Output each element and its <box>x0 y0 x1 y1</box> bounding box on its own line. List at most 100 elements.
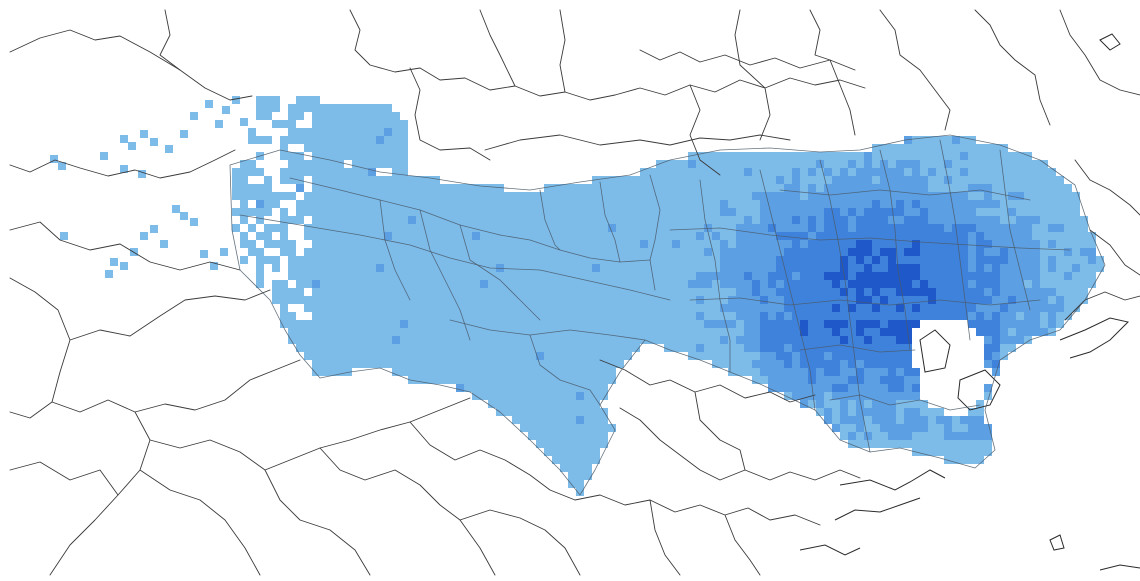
density-cell <box>584 376 592 384</box>
density-cell <box>680 304 688 312</box>
region-boundaries <box>229 134 1106 496</box>
density-cell <box>792 200 800 208</box>
density-cell <box>464 288 472 296</box>
density-cell <box>376 280 384 288</box>
density-cell <box>608 376 616 384</box>
boundary-line-north-4 <box>479 9 516 87</box>
density-cell <box>576 272 584 280</box>
density-cell <box>528 232 536 240</box>
density-cell <box>280 120 288 128</box>
density-cell <box>888 352 896 360</box>
density-cell <box>824 168 832 176</box>
density-cell <box>840 192 848 200</box>
density-cell <box>376 176 384 184</box>
density-cell <box>120 262 128 270</box>
density-cell <box>912 168 920 176</box>
density-cell <box>544 440 552 448</box>
density-cell <box>656 224 664 232</box>
density-cell <box>992 224 1000 232</box>
density-cell <box>776 304 784 312</box>
density-cell <box>344 256 352 264</box>
density-cell <box>488 376 496 384</box>
density-cell <box>832 312 840 320</box>
density-cell <box>624 344 632 352</box>
density-cell <box>512 232 520 240</box>
density-cell <box>856 368 864 376</box>
density-cell <box>440 344 448 352</box>
density-cell <box>584 240 592 248</box>
density-cell <box>528 352 536 360</box>
density-cell <box>920 432 928 440</box>
density-cell <box>512 264 520 272</box>
density-cell <box>496 352 504 360</box>
density-cell <box>752 240 760 248</box>
density-cell <box>744 256 752 264</box>
density-cell <box>952 448 960 456</box>
density-cell <box>1072 280 1080 288</box>
density-cell <box>456 328 464 336</box>
density-cell <box>736 184 744 192</box>
density-cell <box>464 328 472 336</box>
density-cell <box>328 352 336 360</box>
density-cell <box>472 360 480 368</box>
density-cell <box>576 320 584 328</box>
density-cell <box>960 168 968 176</box>
density-cell <box>1032 280 1040 288</box>
density-cell <box>1040 160 1048 168</box>
density-cell <box>816 368 824 376</box>
density-cell <box>344 168 352 176</box>
density-cell <box>824 232 832 240</box>
density-cell <box>824 352 832 360</box>
density-cell <box>776 160 784 168</box>
density-cell <box>920 136 928 144</box>
density-cell <box>584 208 592 216</box>
density-cell <box>1072 256 1080 264</box>
density-cell <box>488 192 496 200</box>
density-cell <box>808 312 816 320</box>
boundary-line-west-2 <box>9 149 236 179</box>
density-cell <box>1064 288 1072 296</box>
density-cell <box>416 272 424 280</box>
density-cell <box>280 320 288 328</box>
density-cell <box>560 184 568 192</box>
density-cell <box>1008 224 1016 232</box>
density-cell <box>600 376 608 384</box>
density-cell <box>328 232 336 240</box>
density-cell <box>856 192 864 200</box>
density-cell <box>640 168 648 176</box>
density-cell <box>272 288 280 296</box>
density-cell <box>912 248 920 256</box>
density-cell <box>816 200 824 208</box>
density-cell <box>808 264 816 272</box>
density-cell <box>552 344 560 352</box>
density-cell <box>584 280 592 288</box>
density-cell <box>576 184 584 192</box>
density-cell <box>936 280 944 288</box>
density-cell <box>648 272 656 280</box>
density-cell <box>456 216 464 224</box>
density-cell <box>936 200 944 208</box>
density-cell <box>528 208 536 216</box>
density-cell <box>432 256 440 264</box>
density-cell <box>864 240 872 248</box>
density-cell <box>1096 264 1104 272</box>
density-cell <box>944 312 952 320</box>
density-cell <box>728 248 736 256</box>
density-cell <box>448 192 456 200</box>
density-cell <box>432 176 440 184</box>
density-cell <box>600 272 608 280</box>
density-cell <box>592 448 600 456</box>
density-cell <box>912 264 920 272</box>
density-cell <box>928 208 936 216</box>
boundary-line-west-7 <box>134 359 301 413</box>
density-cell <box>984 320 992 328</box>
density-cell <box>616 312 624 320</box>
density-cell <box>392 176 400 184</box>
density-cell <box>368 184 376 192</box>
density-cell <box>984 440 992 448</box>
density-cell <box>464 192 472 200</box>
density-cell <box>784 232 792 240</box>
density-cell <box>312 232 320 240</box>
density-cell <box>328 192 336 200</box>
density-cell <box>1016 152 1024 160</box>
